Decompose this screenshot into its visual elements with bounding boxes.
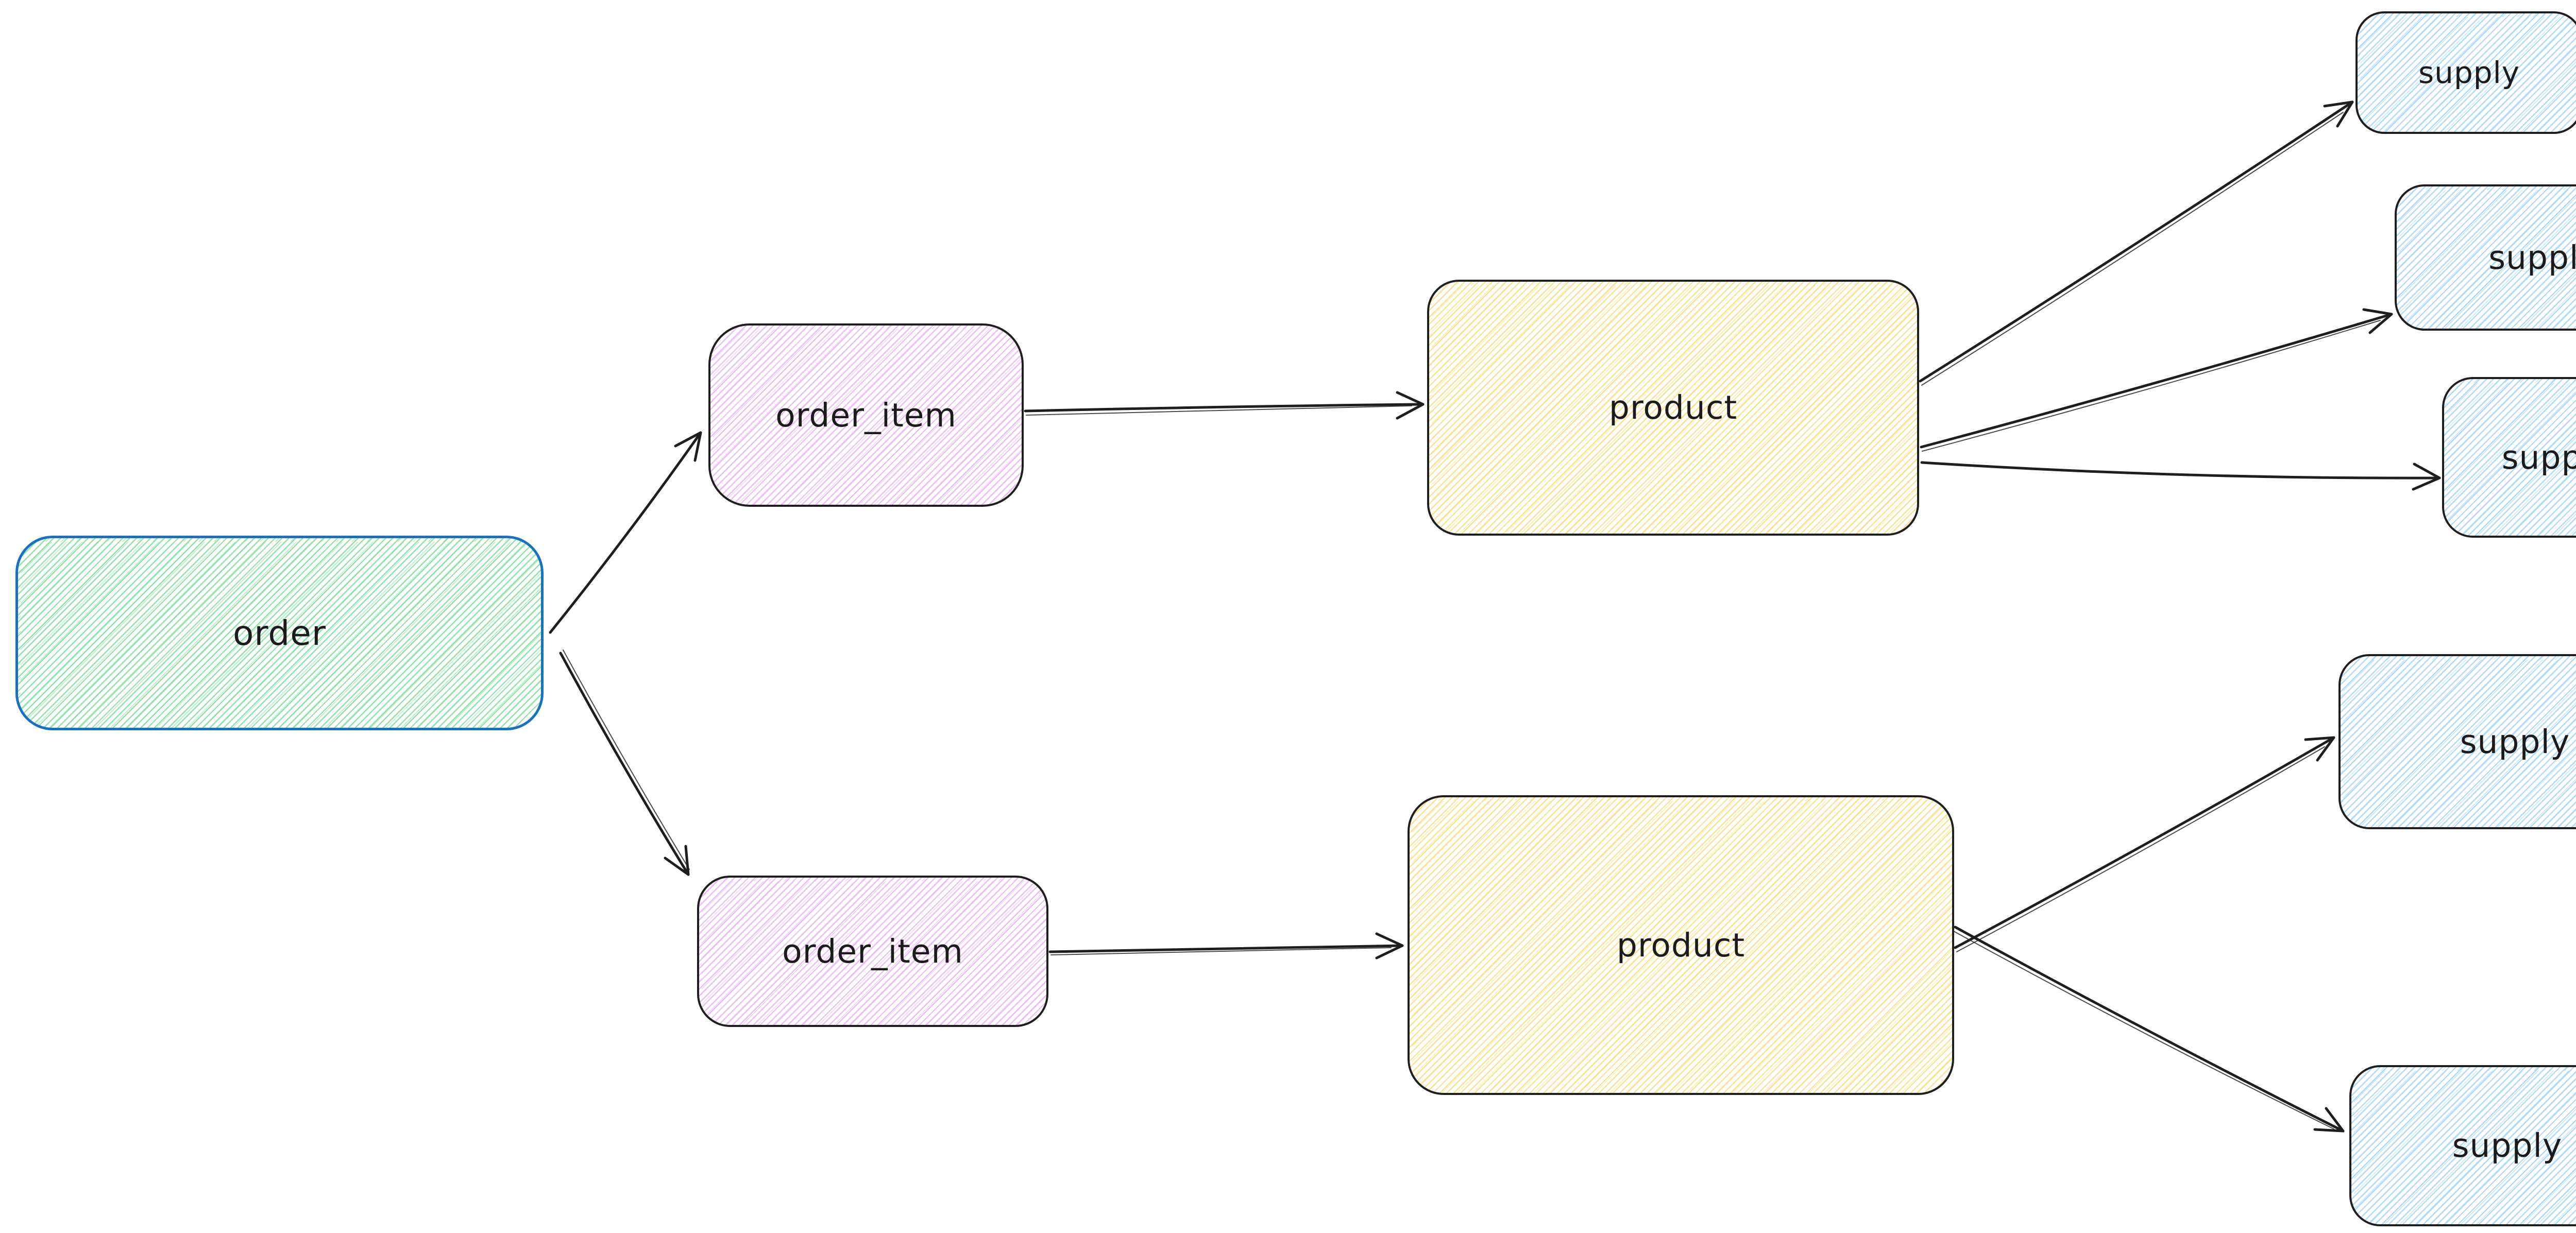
arrow-product-2-to-supply-5[interactable]: [1953, 926, 2345, 1133]
node-supply-3[interactable]: supply: [2442, 377, 2576, 538]
node-supply-2[interactable]: supply: [2395, 184, 2576, 331]
node-supply-3-label: supply: [2501, 438, 2576, 476]
node-supply-4-label: supply: [2460, 723, 2570, 761]
node-product-1[interactable]: product: [1427, 280, 1919, 536]
node-product-2-label: product: [1616, 926, 1745, 964]
arrow-order-to-order-item-2[interactable]: [559, 649, 690, 876]
node-supply-4[interactable]: supply: [2338, 654, 2576, 829]
arrow-product-2-to-supply-4[interactable]: [1954, 736, 2335, 952]
node-product-1-label: product: [1608, 389, 1738, 426]
arrow-order-item-2-to-product-2[interactable]: [1048, 932, 1404, 960]
node-order-item-1-label: order_item: [775, 396, 957, 434]
node-supply-5[interactable]: supply: [2349, 1065, 2576, 1226]
arrow-order-to-order-item-1[interactable]: [549, 431, 702, 634]
arrow-product-1-to-supply-3[interactable]: [1920, 461, 2441, 491]
node-supply-5-label: supply: [2452, 1127, 2563, 1164]
arrow-product-1-to-supply-1[interactable]: [1919, 100, 2354, 386]
arrow-order-item-1-to-product-1[interactable]: [1024, 391, 1425, 420]
node-supply-1-label: supply: [2418, 55, 2520, 90]
node-order-item-2[interactable]: order_item: [697, 876, 1048, 1027]
node-order[interactable]: order: [15, 536, 544, 730]
node-supply-2-label: supply: [2488, 238, 2576, 277]
node-product-2[interactable]: product: [1408, 795, 1954, 1095]
node-supply-1[interactable]: supply: [2355, 11, 2576, 134]
node-order-label: order: [233, 613, 326, 653]
node-order-item-2-label: order_item: [782, 932, 963, 970]
arrow-product-1-to-supply-2[interactable]: [1920, 308, 2393, 452]
node-order-item-1[interactable]: order_item: [708, 323, 1024, 507]
